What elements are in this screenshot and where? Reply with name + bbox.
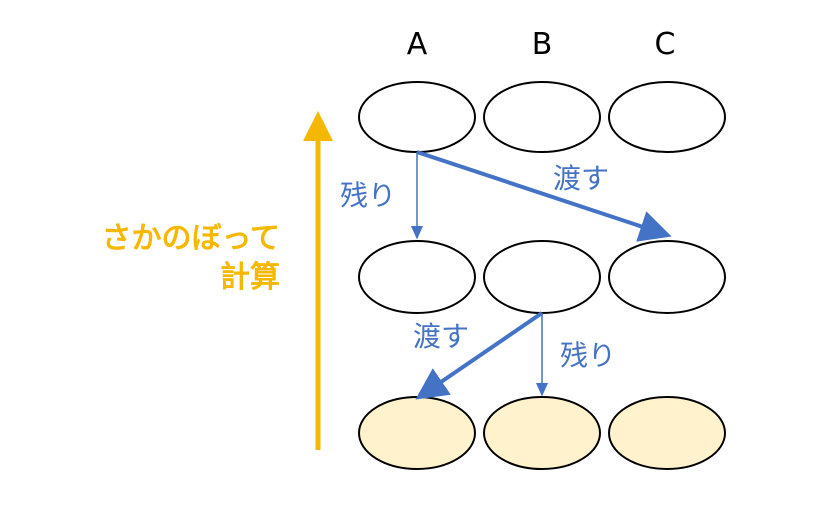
edge-label-top-keep: 残り [340,179,396,212]
edge-label-mid-pass: 渡す [413,320,469,353]
column-label-a: A [407,27,428,62]
node-top-a [358,81,476,153]
arrow-mid-pass [415,311,544,400]
edge-label-top-pass: 渡す [553,162,609,195]
column-label-c: C [655,27,676,62]
edge-label-mid-keep: 残り [560,339,616,372]
side-label-line2: 計算 [220,260,280,295]
column-label-b: B [532,27,553,62]
node-bottom-c [608,396,726,470]
node-top-b [483,81,601,153]
node-bottom-a [358,396,476,470]
node-mid-b [483,240,601,314]
side-label-line1: さかのぼって [102,221,281,256]
node-bottom-b [483,396,601,470]
node-mid-c [608,240,726,314]
node-mid-a [358,240,476,314]
node-top-c [608,81,726,153]
arrow-top-pass [416,150,672,242]
